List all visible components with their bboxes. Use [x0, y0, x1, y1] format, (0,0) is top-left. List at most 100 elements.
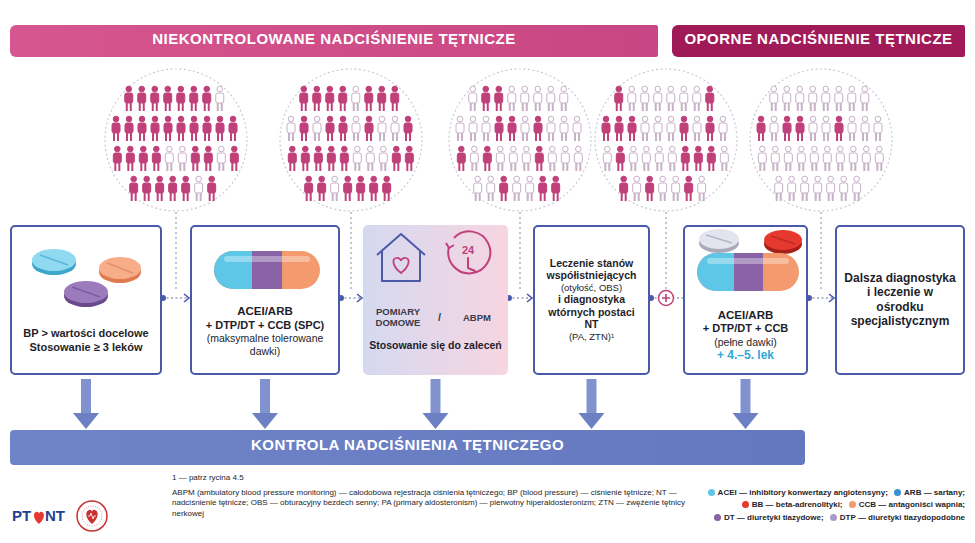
person-legs [563, 163, 567, 171]
person-body [126, 153, 134, 163]
person-head [789, 176, 795, 182]
person-head [862, 86, 868, 92]
person-legs [549, 133, 553, 141]
person-figure [165, 146, 173, 171]
person-body [853, 183, 861, 193]
person-figure [353, 146, 361, 171]
person-figure [784, 146, 792, 171]
person-legs [367, 133, 371, 141]
person-head [854, 176, 860, 182]
person-figure [616, 146, 624, 171]
person-body [318, 183, 326, 193]
person-figure [365, 116, 373, 141]
person-figure [487, 176, 495, 201]
arrow-head [733, 413, 759, 429]
person-body [827, 183, 835, 193]
person-figure [391, 86, 399, 111]
person-head [722, 146, 728, 152]
person-head [191, 86, 197, 92]
person-head [290, 146, 296, 152]
person-legs [537, 163, 541, 171]
person-body [305, 183, 313, 193]
person-head [196, 176, 202, 182]
connector-shaft [260, 379, 270, 414]
person-head [815, 176, 821, 182]
arrow-head [252, 413, 278, 429]
person-head [217, 116, 223, 122]
tablet-score [107, 263, 133, 273]
person-body [526, 183, 534, 193]
person-figure [628, 116, 636, 141]
person-body [383, 183, 391, 193]
person-figure [287, 116, 295, 141]
person-figure [156, 176, 164, 201]
person-figure [126, 146, 134, 171]
person-body [378, 123, 386, 133]
person-head [191, 116, 197, 122]
person-figure [757, 116, 765, 141]
person-legs [656, 103, 660, 111]
person-head [392, 86, 398, 92]
person-figure [500, 176, 508, 201]
person-head [758, 116, 764, 122]
legend-text: ARB — sartany; [904, 488, 965, 497]
person-head [784, 116, 790, 122]
person-body [694, 153, 702, 163]
leader-line [665, 212, 666, 290]
house-icon [377, 234, 425, 281]
person-legs [197, 193, 201, 201]
person-head [694, 116, 700, 122]
person-body [366, 153, 374, 163]
person-body [378, 93, 386, 103]
person-head [483, 86, 489, 92]
person-legs [141, 163, 145, 171]
person-body [339, 123, 347, 133]
person-figure [470, 146, 478, 171]
person-figure [339, 116, 347, 141]
person-body [326, 93, 334, 103]
person-head [810, 86, 816, 92]
person-body [313, 123, 321, 133]
person-head [694, 86, 700, 92]
person-legs [231, 133, 235, 141]
person-figure [770, 116, 778, 141]
person-figure [522, 146, 530, 171]
person-legs [785, 133, 789, 141]
person-figure [405, 146, 413, 171]
person-head [288, 116, 294, 122]
person-legs [458, 133, 462, 141]
person-figure [770, 86, 778, 111]
person-legs [785, 103, 789, 111]
leader-line [820, 212, 821, 292]
person-legs [541, 193, 545, 201]
legend-swatch [894, 489, 901, 496]
node-text: Stosowanie ≥ 3 leków [29, 341, 142, 354]
person-legs [695, 133, 699, 141]
legend-item: DTP — diuretyki tiazydopodobne [830, 513, 965, 522]
connector [423, 379, 449, 429]
person-figure [164, 116, 172, 141]
person-figure [130, 176, 138, 201]
person-figure [620, 176, 628, 201]
tablet-score [771, 236, 795, 244]
person-head [316, 146, 322, 152]
arrow-head [73, 413, 99, 429]
person-body [809, 93, 817, 103]
person-legs [528, 193, 532, 201]
header-band: OPORNE NADCIŚNIENIE TĘTNICZE [672, 25, 965, 57]
capsule-highlight [224, 256, 310, 262]
person-body [848, 123, 856, 133]
person-legs [341, 103, 345, 111]
person-legs [381, 163, 385, 171]
person-body [469, 123, 477, 133]
person-legs [497, 133, 501, 141]
person-head [183, 176, 189, 182]
person-legs [471, 133, 475, 141]
node-text: Leczenie stanów współistniejących [541, 257, 642, 282]
person-body [535, 153, 543, 163]
person-legs [472, 163, 476, 171]
connector [733, 379, 759, 429]
people-circle [280, 69, 422, 211]
person-figure [875, 146, 883, 171]
tablet [764, 230, 802, 250]
